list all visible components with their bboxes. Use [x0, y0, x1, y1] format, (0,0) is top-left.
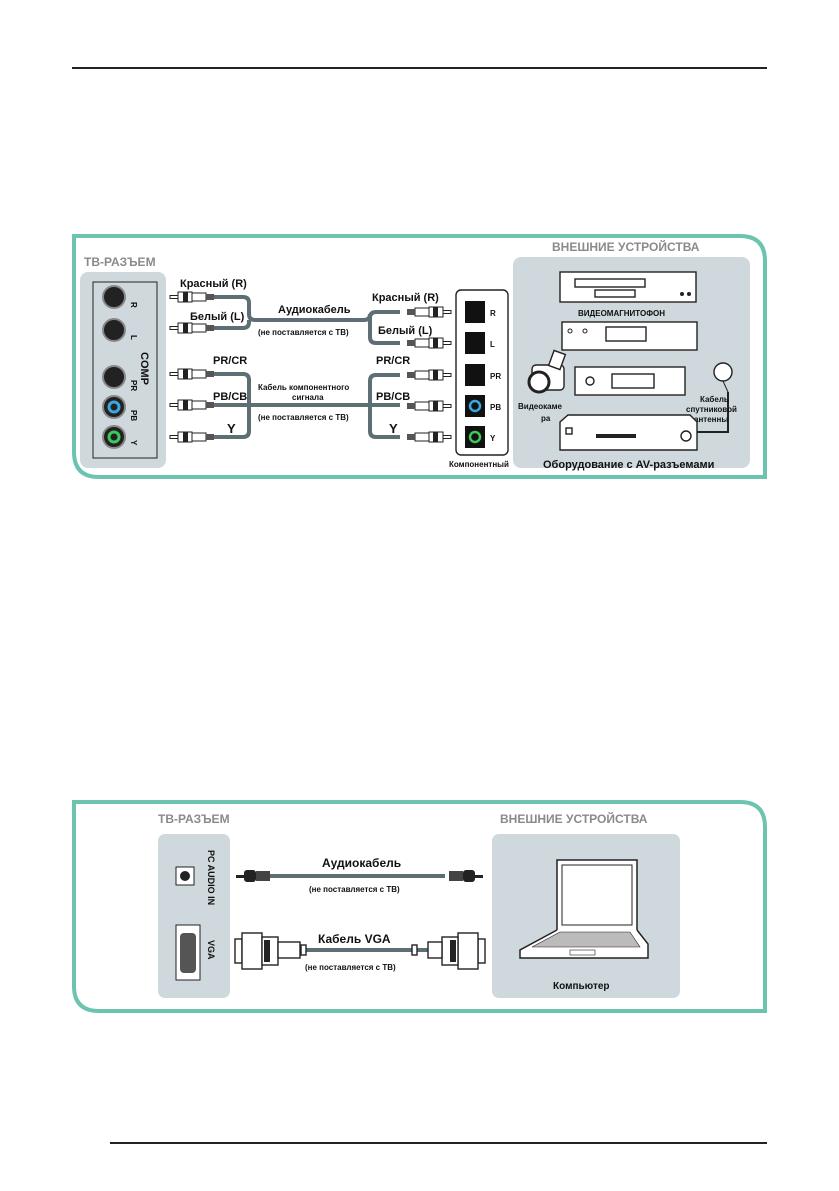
device-jack-label: PR: [490, 372, 501, 381]
sat-label: Кабель: [700, 395, 729, 404]
jack-pb: [102, 395, 126, 419]
device-jacks: R L PR PB Y: [465, 301, 501, 448]
receiver-icon: [559, 414, 698, 451]
vga-plug-right: [411, 932, 486, 970]
right-red-label: Красный (R): [372, 292, 439, 304]
left-red-label: Красный (R): [180, 278, 247, 290]
vga-note: (не поставляется с ТВ): [305, 963, 396, 972]
audio-plug-right: [449, 870, 483, 882]
audio-cable-label: Аудиокабель: [278, 304, 351, 316]
device-jack-label: R: [490, 309, 496, 318]
comp-label: COMP: [138, 352, 150, 385]
left-pb-label: PB/CB: [213, 391, 247, 403]
jack-label: PR: [129, 380, 138, 391]
jack-label: Y: [129, 440, 138, 446]
equipment-label: Оборудование с AV-разъемами: [543, 459, 714, 471]
camcorder-icon: [527, 349, 567, 394]
vcr-icon: [559, 271, 697, 303]
vga-label: VGA: [206, 940, 216, 960]
audio-note: (не поставляется с ТВ): [309, 885, 400, 894]
sat-label-3: антенны: [694, 415, 728, 424]
right-white-label: Белый (L): [378, 325, 433, 337]
laptop-icon: [519, 859, 649, 959]
camcorder-label: Видеокаме: [518, 402, 562, 411]
jack-label: L: [129, 335, 138, 340]
audio-note: (не поставляется с ТВ): [258, 328, 349, 337]
left-white-label: Белый (L): [190, 311, 245, 323]
sat-label-2: спутниковой: [686, 405, 737, 414]
comp-cable-label-2: сигнала: [292, 393, 324, 402]
comp-cable-label: Кабель компонентного: [258, 383, 349, 392]
comp-note: (не поставляется с ТВ): [258, 413, 349, 422]
tv-jacks: R L PR PB Y COMP: [102, 285, 150, 449]
camcorder-label-2: ра: [541, 414, 551, 423]
ext-header: ВНЕШНИЕ УСТРОЙСТВА: [552, 239, 700, 254]
computer-label: Компьютер: [553, 981, 610, 992]
device-jack-label: Y: [490, 434, 496, 443]
jack-r: [102, 285, 126, 309]
tv-header: ТВ-РАЗЪЕМ: [158, 812, 230, 826]
pc-audio-label: PC AUDIO IN: [206, 850, 216, 905]
device-jack-label: L: [490, 340, 495, 349]
pc-diagram: ТВ-РАЗЪЕМ ВНЕШНИЕ УСТРОЙСТВА PC AUDIO IN…: [72, 800, 767, 1013]
vga-plug-left: [234, 932, 307, 970]
tv-jack-box: [92, 281, 158, 459]
right-pr-label: PR/CR: [376, 355, 410, 367]
jack-label: PB: [129, 410, 138, 421]
ext-header: ВНЕШНИЕ УСТРОЙСТВА: [500, 811, 648, 826]
set-top-box-icon: [574, 366, 686, 396]
satellite-dish-icon: [697, 362, 733, 433]
jack-pr: [102, 365, 126, 389]
jack-label: R: [129, 302, 138, 308]
component-diagram: ТВ-РАЗЪЕМ R L PR PB Y COMP: [72, 234, 767, 479]
audio-cable: [214, 295, 400, 345]
vcr-label: ВИДЕОМАГНИТОФОН: [578, 309, 665, 318]
device-jack-label: PB: [490, 403, 501, 412]
vga-cable-label: Кабель VGA: [318, 932, 391, 946]
jack-y: [102, 425, 126, 449]
device-jacks-label: Компонентный: [449, 460, 509, 469]
tv-header: ТВ-РАЗЪЕМ: [84, 255, 156, 269]
component-cable: [214, 372, 400, 439]
jack-l: [102, 318, 126, 342]
audio-cable-label: Аудиокабель: [322, 856, 401, 870]
right-y-label: Y: [389, 421, 398, 436]
dvd-player-icon: [561, 321, 698, 351]
audio-plug-left: [236, 870, 270, 882]
right-pb-label: PB/CB: [376, 391, 410, 403]
left-pr-label: PR/CR: [213, 355, 247, 367]
left-y-label: Y: [227, 421, 236, 436]
